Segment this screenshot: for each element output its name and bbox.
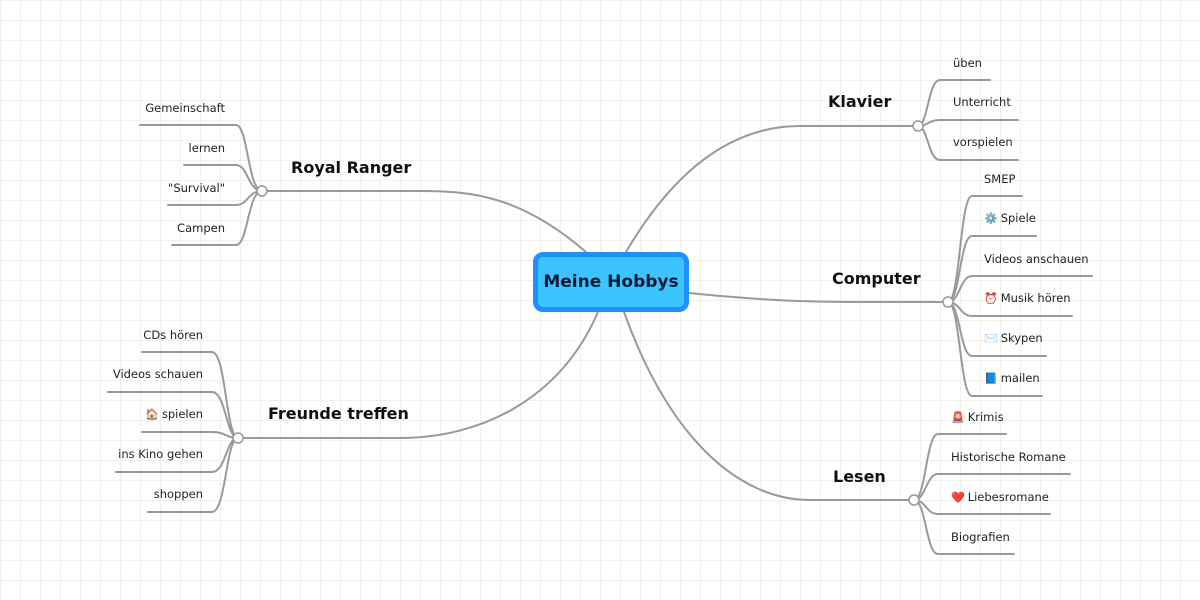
house-icon: 🏠: [145, 408, 159, 421]
heart-icon: ❤️: [951, 491, 965, 504]
branch-freunde-treffen[interactable]: Freunde treffen: [268, 404, 409, 423]
leaf-krimis[interactable]: 🚨Krimis: [951, 410, 1004, 424]
branch-royal-ranger[interactable]: Royal Ranger: [291, 158, 412, 177]
branch-klavier[interactable]: Klavier: [828, 92, 892, 111]
gear-icon: ⚙️: [984, 212, 998, 225]
leaf-mailen[interactable]: 📘mailen: [984, 371, 1040, 385]
siren-icon: 🚨: [951, 411, 965, 424]
leaf-label: Musik hören: [1000, 291, 1071, 305]
leaf-smep[interactable]: SMEP: [984, 172, 1016, 186]
leaf-musik-hoeren[interactable]: ⏰Musik hören: [984, 291, 1071, 305]
leaf-ins-kino-gehen[interactable]: ins Kino gehen: [118, 447, 203, 461]
alarm-clock-icon: ⏰: [984, 292, 998, 305]
leaf-unterricht[interactable]: Unterricht: [953, 95, 1011, 109]
leaf-videos-anschauen[interactable]: Videos anschauen: [984, 252, 1089, 266]
leaf-label: Liebesromane: [967, 490, 1049, 504]
klavier-toggle: [912, 120, 924, 132]
leaf-survival[interactable]: "Survival": [168, 181, 225, 195]
connector-computer: [688, 292, 949, 303]
leaf-lernen[interactable]: lernen: [188, 141, 225, 155]
leaf-liebesromane[interactable]: ❤️Liebesromane: [951, 490, 1049, 504]
connector-klavier: [625, 125, 919, 253]
royal-ranger-toggle: [256, 185, 268, 197]
lesen-toggle: [908, 494, 920, 506]
leaf-skypen[interactable]: ✉️Skypen: [984, 331, 1043, 345]
leaf-cds-hoeren[interactable]: CDs hören: [143, 328, 203, 342]
leaf-gemeinschaft[interactable]: Gemeinschaft: [145, 101, 225, 115]
leaf-spielen[interactable]: 🏠spielen: [145, 407, 203, 421]
computer-toggle: [942, 296, 954, 308]
leaf-historische-romane[interactable]: Historische Romane: [951, 450, 1066, 464]
leaf-biografien[interactable]: Biografien: [951, 530, 1010, 544]
branch-lesen[interactable]: Lesen: [833, 467, 886, 486]
leaf-label: mailen: [1000, 371, 1040, 385]
freunde-toggle: [232, 432, 244, 444]
leaf-videos-schauen[interactable]: Videos schauen: [112, 367, 203, 381]
central-topic[interactable]: Meine Hobbys: [533, 252, 689, 312]
connector-lesen: [623, 311, 915, 501]
leaf-label: Krimis: [967, 410, 1004, 424]
leaf-shoppen[interactable]: shoppen: [153, 487, 203, 501]
envelope-icon: ✉️: [984, 332, 998, 345]
connector-freunde: [237, 311, 599, 439]
branch-computer[interactable]: Computer: [832, 269, 921, 288]
leaf-label: spielen: [161, 407, 203, 421]
leaf-label: Skypen: [1000, 331, 1043, 345]
book-icon: 📘: [984, 372, 998, 385]
leaf-vorspielen[interactable]: vorspielen: [953, 135, 1013, 149]
leaf-campen[interactable]: Campen: [177, 221, 225, 235]
leaf-spiele[interactable]: ⚙️Spiele: [984, 211, 1036, 225]
central-topic-label: Meine Hobbys: [543, 272, 679, 292]
leaf-label: Spiele: [1000, 211, 1036, 225]
leaf-ueben[interactable]: üben: [953, 56, 982, 70]
connector-royal-ranger: [261, 190, 587, 253]
